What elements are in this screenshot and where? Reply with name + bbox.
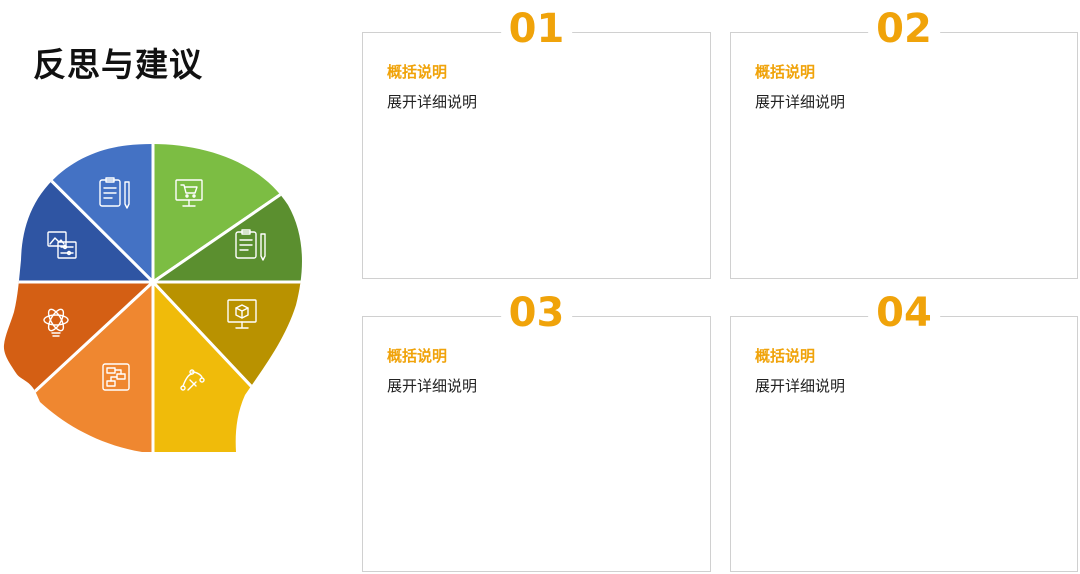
vector-path-icon <box>180 369 205 391</box>
card-number: 03 <box>500 287 573 339</box>
card-03: 03 概括说明 展开详细说明 <box>362 287 711 572</box>
card-number: 01 <box>500 3 573 55</box>
card-number: 04 <box>868 287 940 339</box>
shopping-cart-icon <box>175 179 203 207</box>
card-body: 展开详细说明 <box>387 377 478 395</box>
head-diagram <box>3 144 302 452</box>
3d-box-icon <box>227 299 257 329</box>
clipboard-icon <box>99 177 130 209</box>
card-01: 01 概括说明 展开详细说明 <box>362 3 711 279</box>
clipboard-icon <box>235 229 266 261</box>
card-body: 展开详细说明 <box>755 377 846 395</box>
card-heading: 概括说明 <box>387 63 448 81</box>
page-title: 反思与建议 <box>33 45 203 84</box>
card-02: 02 概括说明 展开详细说明 <box>730 3 1078 279</box>
flowchart-icon <box>102 363 130 391</box>
card-number: 02 <box>868 3 940 55</box>
card-body: 展开详细说明 <box>755 93 846 111</box>
card-body: 展开详细说明 <box>387 93 478 111</box>
image-settings-icon <box>47 231 77 259</box>
card-heading: 概括说明 <box>387 347 448 365</box>
card-04: 04 概括说明 展开详细说明 <box>730 287 1078 572</box>
atom-bulb-icon <box>43 308 69 337</box>
card-heading: 概括说明 <box>755 63 816 81</box>
card-heading: 概括说明 <box>755 347 816 365</box>
